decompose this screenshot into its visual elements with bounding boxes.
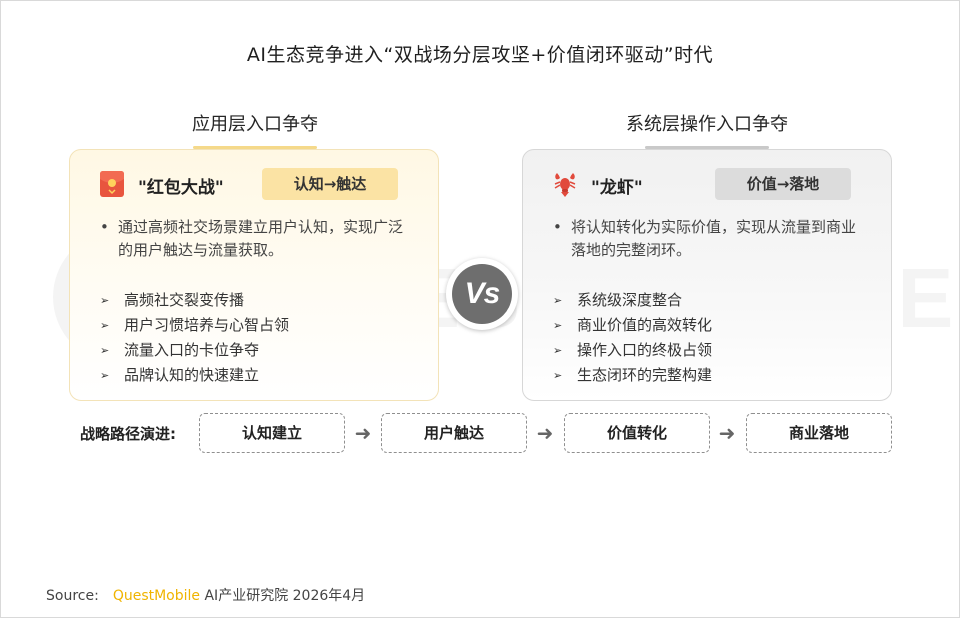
list-item: ➢ 高频社交裂变传播 (100, 288, 410, 313)
card-name: "龙虾" (591, 178, 643, 198)
right-section-title: 系统层操作入口争夺 (626, 114, 788, 135)
list-item-text: 品牌认知的快速建立 (124, 366, 260, 384)
feature-list: ➢ 系统级深度整合 ➢ 商业价值的高效转化 ➢ 操作入口的终极占领 ➢ 生态闭环的完整构… (553, 288, 863, 388)
bullet-dot: • (100, 218, 109, 236)
app-layer-card: "红包大战" 认知→触达 • 通过高频社交场景建立用户认知，实现广泛的用户触达与… (69, 149, 439, 401)
source-suffix: AI产业研究院 2026年4月 (204, 588, 366, 604)
path-step-2: 用户触达 (381, 413, 527, 453)
list-item: ➢ 操作入口的终极占领 (553, 338, 863, 363)
arrow-bullet-icon: ➢ (553, 319, 563, 332)
list-item: ➢ 品牌认知的快速建立 (100, 363, 410, 388)
card-description: • 通过高频社交场景建立用户认知，实现广泛的用户触达与流量获取。 (100, 216, 410, 262)
arrow-bullet-icon: ➢ (100, 369, 110, 382)
vs-badge: Vs (446, 258, 518, 330)
system-layer-card: "龙虾" 价值→落地 • 将认知转化为实际价值，实现从流量到商业落地的完整闭环。… (522, 149, 892, 401)
list-item-text: 系统级深度整合 (577, 291, 683, 309)
list-item-text: 用户习惯培养与心智占领 (124, 316, 290, 334)
arrow-bullet-icon: ➢ (100, 344, 110, 357)
path-step-3: 价值转化 (564, 413, 710, 453)
red-envelope-icon (98, 170, 126, 198)
arrow-bullet-icon: ➢ (553, 369, 563, 382)
left-title-underline (193, 146, 317, 149)
bullet-dot: • (553, 218, 562, 236)
list-item-text: 流量入口的卡位争夺 (124, 341, 260, 359)
lobster-icon (551, 170, 579, 198)
stage-tag: 价值→落地 (715, 168, 851, 200)
list-item-text: 商业价值的高效转化 (577, 316, 713, 334)
card-description: • 将认知转化为实际价值，实现从流量到商业落地的完整闭环。 (553, 216, 863, 262)
list-item: ➢ 流量入口的卡位争夺 (100, 338, 410, 363)
description-text: 通过高频社交场景建立用户认知，实现广泛的用户触达与流量获取。 (118, 218, 404, 259)
page-title: AI生态竞争进入“双战场分层攻坚+价值闭环驱动”时代 (246, 44, 714, 66)
list-item-text: 操作入口的终极占领 (577, 341, 713, 359)
arrow-bullet-icon: ➢ (553, 294, 563, 307)
list-item: ➢ 商业价值的高效转化 (553, 313, 863, 338)
left-section-title: 应用层入口争夺 (192, 114, 318, 135)
arrow-bullet-icon: ➢ (100, 319, 110, 332)
list-item-text: 高频社交裂变传播 (124, 291, 245, 309)
right-title-underline (645, 146, 769, 149)
stage-tag: 认知→触达 (262, 168, 398, 200)
source-brand: QuestMobile (112, 588, 201, 604)
list-item: ➢ 系统级深度整合 (553, 288, 863, 313)
list-item: ➢ 用户习惯培养与心智占领 (100, 313, 410, 338)
feature-list: ➢ 高频社交裂变传播 ➢ 用户习惯培养与心智占领 ➢ 流量入口的卡位争夺 ➢ 品牌认知的… (100, 288, 410, 388)
right-arrow-icon: ➜ (354, 421, 372, 445)
path-step-1: 认知建立 (199, 413, 345, 453)
right-arrow-icon: ➜ (536, 421, 554, 445)
arrow-bullet-icon: ➢ (553, 344, 563, 357)
list-item-text: 生态闭环的完整构建 (577, 366, 713, 384)
path-label: 战略路径演进: (80, 425, 176, 443)
right-arrow-icon: ➜ (718, 421, 736, 445)
list-item: ➢ 生态闭环的完整构建 (553, 363, 863, 388)
vs-text: Vs (452, 264, 512, 324)
source-prefix: Source: (46, 588, 99, 604)
source-note: Source: QuestMobile AI产业研究院 2026年4月 (46, 585, 365, 605)
description-text: 将认知转化为实际价值，实现从流量到商业落地的完整闭环。 (571, 218, 857, 259)
path-step-4: 商业落地 (746, 413, 892, 453)
card-name: "红包大战" (138, 178, 224, 198)
arrow-bullet-icon: ➢ (100, 294, 110, 307)
